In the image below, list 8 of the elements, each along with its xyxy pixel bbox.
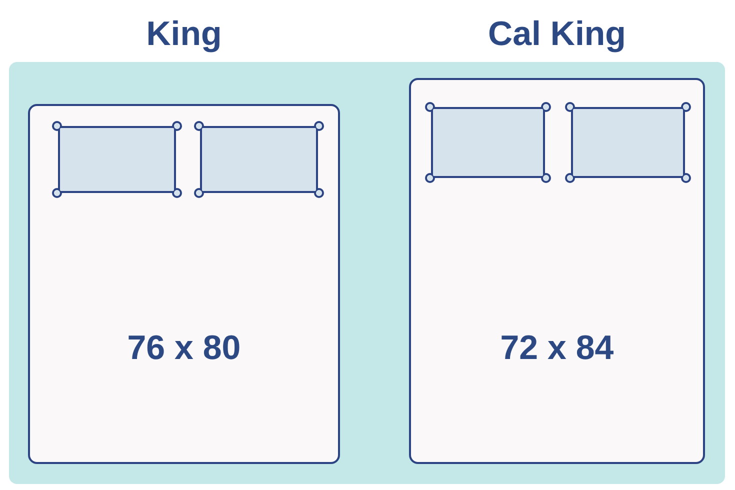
pillow	[194, 121, 324, 198]
bed-name-heading: Cal King	[488, 14, 626, 54]
bed-size-label: 76 x 80	[127, 328, 241, 368]
bed-size-label: 72 x 84	[500, 328, 614, 368]
pillow	[425, 102, 551, 183]
pillow	[52, 121, 182, 198]
pillow	[565, 102, 691, 183]
bed-name-heading: King	[146, 14, 222, 54]
